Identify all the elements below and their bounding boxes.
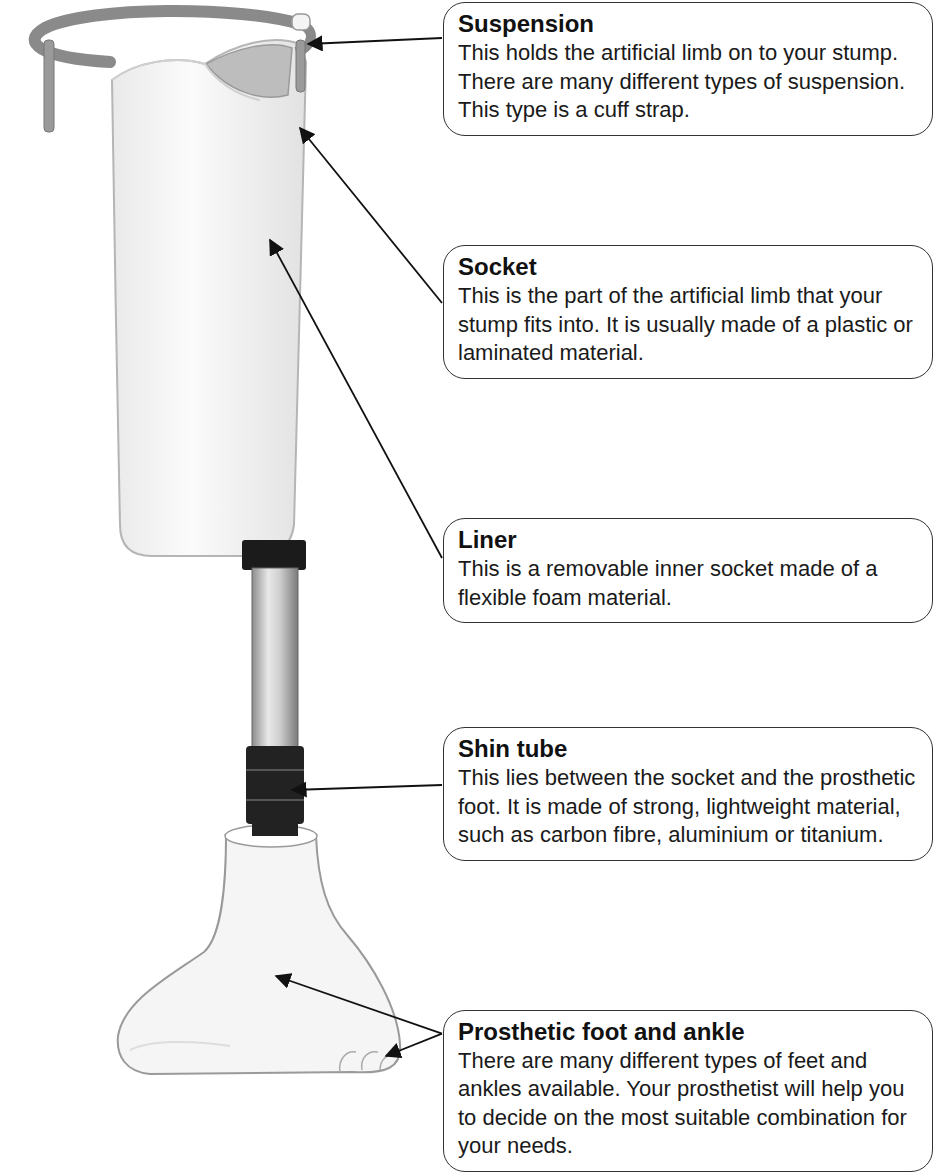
leader-arrow	[270, 240, 442, 558]
callout-box: Prosthetic foot and ankleThere are many …	[443, 1010, 933, 1172]
callout-text: This lies between the socket and the pro…	[458, 764, 918, 850]
clamp-line	[246, 769, 304, 771]
callout-heading: Shin tube	[458, 734, 918, 764]
callout-box: LinerThis is a removable inner socket ma…	[443, 518, 933, 623]
callout-text: There are many different types of feet a…	[458, 1047, 918, 1161]
socket-shape	[112, 40, 306, 556]
leader-arrow	[300, 128, 442, 303]
heel-shade	[130, 1042, 230, 1050]
leader-arrow	[276, 976, 442, 1034]
strap-tab	[44, 40, 54, 132]
leader-arrow	[386, 1034, 442, 1056]
strap-end	[292, 14, 310, 30]
liner-top	[206, 45, 292, 97]
callout-text: This is a removable inner socket made of…	[458, 555, 918, 612]
leader-arrow	[308, 38, 442, 44]
callout-text: This is the part of the artificial limb …	[458, 282, 918, 368]
callout-heading: Liner	[458, 525, 918, 555]
shin-tube	[252, 568, 298, 750]
callout-box: SuspensionThis holds the artificial limb…	[443, 2, 933, 136]
tube-clamp	[246, 746, 304, 824]
strap-tab	[296, 40, 305, 92]
callout-heading: Socket	[458, 252, 918, 282]
callout-heading: Prosthetic foot and ankle	[458, 1017, 918, 1047]
ankle-adapter	[252, 820, 298, 836]
callout-text: This holds the artificial limb on to you…	[458, 39, 918, 125]
leader-arrow	[292, 785, 442, 790]
socket-rim	[112, 60, 260, 100]
socket-adapter	[242, 540, 306, 570]
callout-heading: Suspension	[458, 9, 918, 39]
prosthetic-foot	[118, 836, 400, 1074]
cuff-strap	[35, 11, 300, 62]
callout-box: Shin tubeThis lies between the socket an…	[443, 727, 933, 861]
callout-box: SocketThis is the part of the artificial…	[443, 245, 933, 379]
clamp-line	[246, 799, 304, 801]
